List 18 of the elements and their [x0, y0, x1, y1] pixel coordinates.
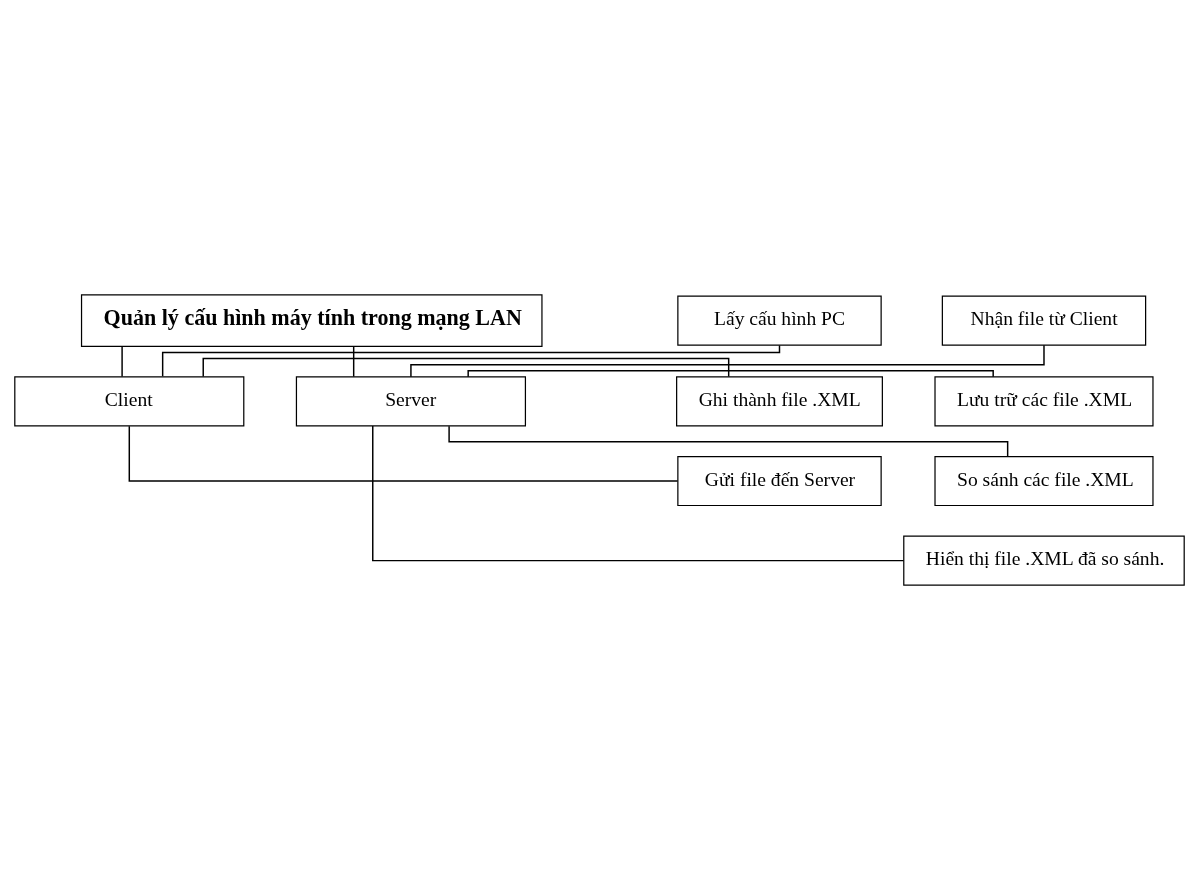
connector: [161, 344, 781, 377]
connector: [352, 345, 355, 377]
connector: [410, 344, 1045, 377]
node-box: Lấy cấu hình PC: [677, 295, 882, 346]
node-box: Lưu trữ các file .XML: [934, 375, 1154, 427]
node-box: Nhận file từ Client: [941, 295, 1147, 346]
connector: [121, 345, 123, 377]
node-box: Gửi file đến Server: [677, 455, 882, 506]
node-box: Quản lý cấu hình máy tính trong mạng LAN: [80, 293, 543, 347]
connector: [128, 424, 679, 482]
node-box: Client: [14, 375, 245, 427]
node-box: Server: [295, 375, 527, 427]
connector: [202, 357, 730, 377]
node-box: Ghi thành file .XML: [676, 375, 883, 427]
connector: [467, 369, 994, 377]
node-box: Hiển thị file .XML đã so sánh.: [903, 535, 1185, 586]
connector: [372, 424, 905, 561]
node-box: So sánh các file .XML: [934, 455, 1154, 506]
